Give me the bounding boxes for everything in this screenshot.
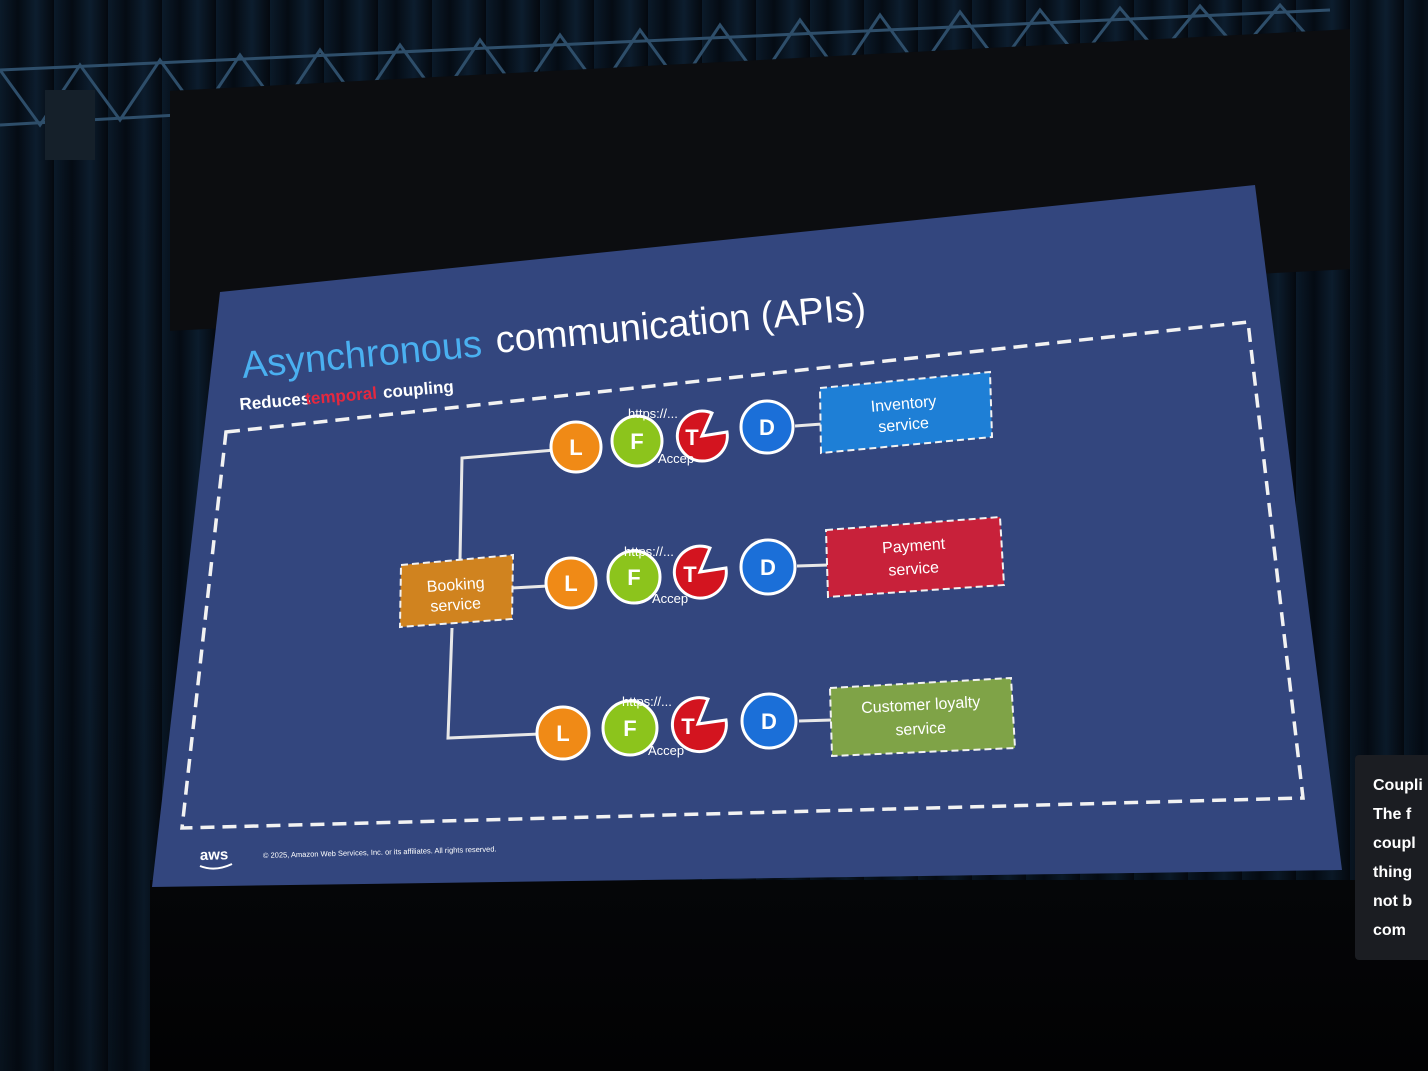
overlay-accept: Accep	[658, 451, 694, 466]
circle-L	[535, 705, 591, 761]
diagram-frame	[180, 320, 1305, 830]
circle-L-letter: L	[556, 721, 569, 746]
aws-smile-icon	[199, 863, 233, 870]
circle-F	[606, 549, 662, 605]
overlay-url: https://...	[622, 694, 672, 709]
payment-label-1: Payment	[882, 536, 947, 557]
circle-F-letter: F	[630, 429, 643, 454]
circle-F-letter: F	[627, 565, 640, 590]
circle-T-pie	[670, 696, 728, 754]
circle-D-letter: D	[761, 709, 777, 734]
chain-row-loyalty: L F T D https://... Accep	[535, 692, 798, 761]
circle-F	[601, 699, 659, 757]
caption-line: Coupli	[1373, 777, 1423, 794]
circle-T-letter: T	[683, 562, 697, 587]
payment-label-2: service	[888, 559, 940, 580]
inventory-label-2: service	[878, 415, 930, 436]
circle-D-letter: D	[759, 415, 775, 440]
caption-line: com	[1373, 922, 1406, 939]
loyalty-service-box: Customer loyalty service	[828, 676, 1017, 758]
caption-panel: Coupli The f coupl thing not b com	[1355, 755, 1428, 960]
slide-surface	[152, 185, 1342, 887]
circle-L-letter: L	[569, 435, 582, 460]
circle-L	[544, 556, 598, 610]
circle-T-letter: T	[685, 425, 699, 450]
circle-D	[740, 692, 798, 750]
circle-T-letter: T	[681, 714, 695, 739]
overlay-url: https://...	[628, 406, 678, 421]
caption-line: thing	[1373, 864, 1413, 881]
connector-lines	[446, 422, 833, 740]
payment-service-box: Payment service	[824, 515, 1006, 599]
inventory-service-box: Inventory service	[818, 370, 994, 455]
booking-service-label: Booking	[426, 575, 485, 596]
caption-line: not b	[1373, 893, 1413, 910]
booking-service-label-2: service	[430, 595, 482, 616]
circle-L	[549, 420, 603, 474]
caption-line: coupl	[1373, 835, 1416, 852]
circle-D	[739, 538, 797, 596]
inventory-label-1: Inventory	[870, 393, 937, 416]
overlay-accept: Accep	[648, 743, 684, 758]
aws-logo: aws	[200, 846, 229, 864]
circle-T-pie	[675, 409, 729, 463]
circle-T-pie	[672, 544, 728, 600]
loyalty-label-2: service	[895, 720, 947, 740]
chain-row-inventory: L F T D https://... Accep	[549, 399, 795, 474]
circle-D	[739, 399, 795, 455]
caption-line: The f	[1373, 806, 1412, 823]
overlay-accept: Accep	[652, 591, 688, 606]
circle-D-letter: D	[760, 555, 776, 580]
overlay-url: https://...	[624, 544, 674, 559]
circle-L-letter: L	[564, 571, 577, 596]
chain-row-payment: L F T D https://... Accep	[544, 538, 797, 610]
circle-F-letter: F	[623, 716, 636, 741]
booking-service-box: Booking service	[398, 553, 515, 629]
circle-F	[610, 414, 664, 468]
loyalty-label-1: Customer loyalty	[861, 694, 981, 717]
stage-floor-shadow	[150, 880, 1428, 1071]
